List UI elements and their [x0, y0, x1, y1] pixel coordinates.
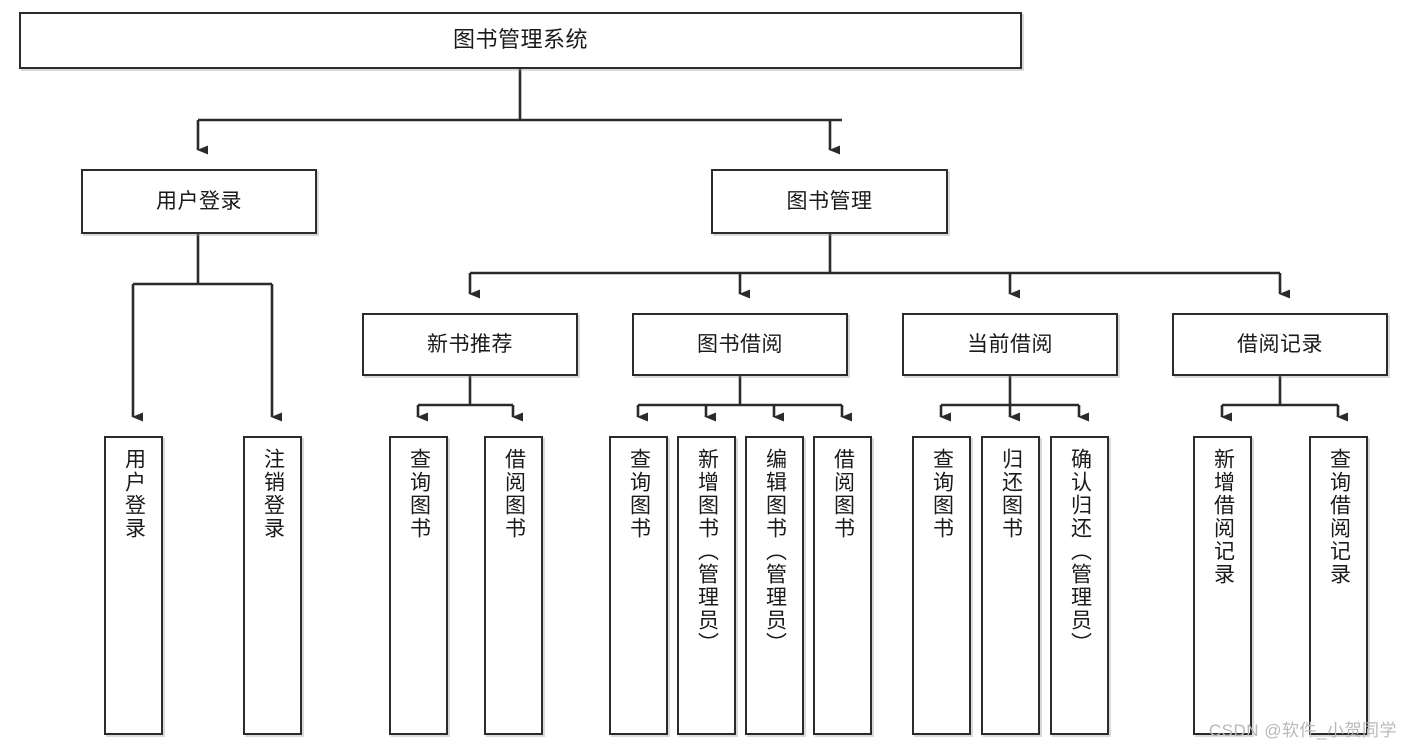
node-leaf-return-book-label: 归还图书 [999, 448, 1023, 540]
node-root-label: 图书管理系统 [452, 27, 588, 53]
node-leaf-query-book-3-label: 查询图书 [930, 448, 954, 540]
node-book-borrow[interactable]: 图书借阅 [632, 313, 848, 376]
node-leaf-add-book[interactable]: 新增图书（管理员） [677, 436, 736, 735]
node-leaf-user-login-label: 用户登录 [122, 448, 146, 540]
node-leaf-query-borrow-record-label: 查询借阅记录 [1327, 448, 1351, 586]
node-leaf-borrow-book-1-label: 借阅图书 [502, 448, 526, 540]
node-leaf-add-borrow-record-label: 新增借阅记录 [1211, 448, 1235, 586]
node-leaf-logout-login[interactable]: 注销登录 [243, 436, 302, 735]
node-leaf-add-book-label: 新增图书（管理员） [695, 448, 719, 655]
node-new-book-recommend[interactable]: 新书推荐 [362, 313, 578, 376]
node-new-book-recommend-label: 新书推荐 [427, 332, 513, 356]
node-leaf-add-borrow-record[interactable]: 新增借阅记录 [1193, 436, 1252, 735]
node-root[interactable]: 图书管理系统 [19, 12, 1022, 69]
node-borrow-record-label: 借阅记录 [1237, 332, 1323, 356]
node-leaf-return-book[interactable]: 归还图书 [981, 436, 1040, 735]
node-current-borrow-label: 当前借阅 [967, 332, 1053, 356]
node-book-borrow-label: 图书借阅 [697, 332, 783, 356]
node-user-login[interactable]: 用户登录 [81, 169, 317, 234]
node-leaf-query-book-2-label: 查询图书 [627, 448, 651, 540]
node-leaf-query-book-1[interactable]: 查询图书 [389, 436, 448, 735]
node-leaf-borrow-book-2[interactable]: 借阅图书 [813, 436, 872, 735]
node-current-borrow[interactable]: 当前借阅 [902, 313, 1118, 376]
node-leaf-query-book-1-label: 查询图书 [407, 448, 431, 540]
node-leaf-confirm-return[interactable]: 确认归还（管理员） [1050, 436, 1109, 735]
node-leaf-edit-book-label: 编辑图书（管理员） [763, 448, 787, 655]
node-leaf-query-borrow-record[interactable]: 查询借阅记录 [1309, 436, 1368, 735]
node-book-manage-label: 图书管理 [786, 189, 873, 213]
node-leaf-query-book-3[interactable]: 查询图书 [912, 436, 971, 735]
node-leaf-borrow-book-2-label: 借阅图书 [831, 448, 855, 540]
node-leaf-user-login[interactable]: 用户登录 [104, 436, 163, 735]
node-leaf-borrow-book-1[interactable]: 借阅图书 [484, 436, 543, 735]
node-book-manage[interactable]: 图书管理 [711, 169, 948, 234]
node-leaf-confirm-return-label: 确认归还（管理员） [1068, 448, 1092, 655]
node-leaf-logout-login-label: 注销登录 [261, 448, 285, 540]
node-leaf-query-book-2[interactable]: 查询图书 [609, 436, 668, 735]
node-leaf-edit-book[interactable]: 编辑图书（管理员） [745, 436, 804, 735]
node-user-login-label: 用户登录 [156, 189, 242, 213]
csdn-watermark: CSDN @软件_小贺同学 [1208, 721, 1397, 740]
node-borrow-record[interactable]: 借阅记录 [1172, 313, 1388, 376]
